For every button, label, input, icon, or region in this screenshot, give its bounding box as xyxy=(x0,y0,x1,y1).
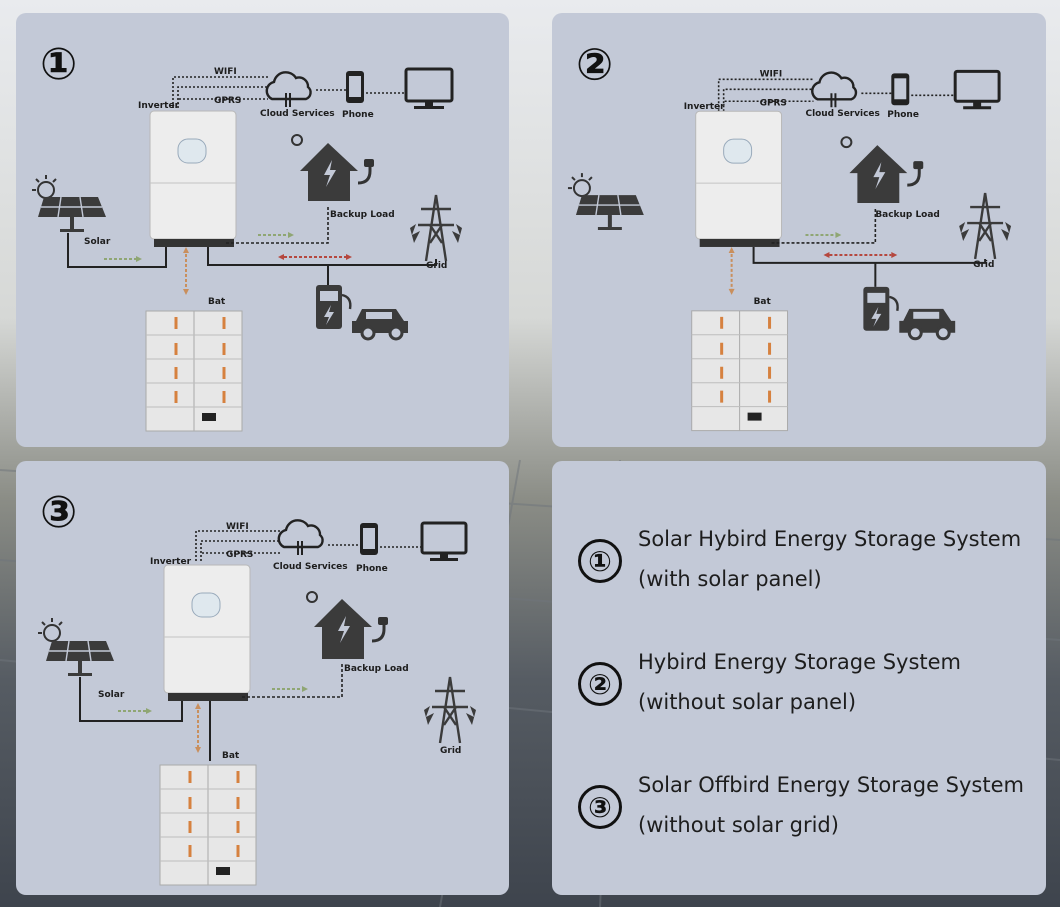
inverter-unit xyxy=(149,110,237,247)
grid-label: Grid xyxy=(440,746,461,756)
bat-label: Bat xyxy=(754,297,772,307)
inverter-unit xyxy=(163,564,251,701)
car-icon xyxy=(352,309,408,341)
house-icon xyxy=(840,136,924,204)
legend-subtitle: (without solar grid) xyxy=(638,813,839,837)
gprs-label: GPRS xyxy=(214,96,241,106)
backup-load-label: Backup Load xyxy=(344,664,409,674)
solar-panel-icon xyxy=(38,618,114,676)
inverter-unit xyxy=(695,110,783,247)
diagram-panel-3: ③ WIFI GPRS Inverter Cloud Services Phon… xyxy=(16,461,509,895)
phone-label: Phone xyxy=(887,110,919,120)
cloud-label: Cloud Services xyxy=(260,109,335,119)
legend-subtitle: (without solar panel) xyxy=(638,690,857,714)
cloud-label: Cloud Services xyxy=(273,562,348,572)
phone-label: Phone xyxy=(342,110,374,120)
diagram-1: ① WIFI GPRS Inverter Cloud Services Phon… xyxy=(32,39,462,432)
grid-tower-icon xyxy=(410,194,462,262)
legend-item-1: ① Solar Hybird Energy Storage System (wi… xyxy=(578,519,1021,599)
solar-panel-icon xyxy=(567,173,644,230)
legend-badge: ③ xyxy=(578,785,622,829)
legend-title: Solar Offbird Energy Storage System xyxy=(638,773,1024,797)
diagram-panel-2: ② WIFI GPRS Inverter Cloud Services Phon… xyxy=(552,13,1046,447)
inverter-label: Inverter xyxy=(150,557,192,567)
wifi-label: WIFI xyxy=(214,67,237,77)
ev-charger-icon xyxy=(316,285,352,329)
car-icon xyxy=(899,308,956,341)
phone-icon xyxy=(346,71,364,103)
legend-subtitle: (with solar panel) xyxy=(638,567,822,591)
monitor-icon xyxy=(420,521,468,561)
inverter-label: Inverter xyxy=(684,102,725,112)
monitor-icon xyxy=(404,67,454,109)
diagram-3: ③ WIFI GPRS Inverter Cloud Services Phon… xyxy=(38,487,476,886)
diagram-number: ① xyxy=(40,39,77,90)
inverter-label: Inverter xyxy=(138,101,180,111)
solar-panel-icon xyxy=(32,175,106,232)
solar-label: Solar xyxy=(84,237,111,247)
legend-title: Hybird Energy Storage System xyxy=(638,650,961,674)
grid-tower-icon xyxy=(424,676,476,744)
diagram-2: ② WIFI GPRS Inverter Cloud Services Phon… xyxy=(567,39,1012,432)
wifi-label: WIFI xyxy=(226,522,249,532)
cloud-label: Cloud Services xyxy=(805,109,879,119)
backup-load-label: Backup Load xyxy=(875,210,939,220)
bat-label: Bat xyxy=(222,751,240,761)
cloud-icon xyxy=(277,519,324,555)
legend-panel: ① Solar Hybird Energy Storage System (wi… xyxy=(552,461,1046,895)
grid-tower-icon xyxy=(959,192,1012,260)
battery-stack xyxy=(159,764,257,886)
legend-item-3: ③ Solar Offbird Energy Storage System (w… xyxy=(578,765,1024,845)
backup-load-label: Backup Load xyxy=(330,210,395,220)
gprs-label: GPRS xyxy=(760,98,787,108)
bat-label: Bat xyxy=(208,297,226,307)
battery-stack xyxy=(145,310,243,432)
ev-charger-icon xyxy=(863,286,899,331)
grid-label: Grid xyxy=(973,260,994,270)
legend-badge: ② xyxy=(578,662,622,706)
house-icon xyxy=(306,591,388,659)
legend-title: Solar Hybird Energy Storage System xyxy=(638,527,1022,551)
phone-icon xyxy=(360,523,378,555)
diagram-panel-1: ① WIFI GPRS Inverter Cloud Services Phon… xyxy=(16,13,509,447)
legend-item-2: ② Hybird Energy Storage System (without … xyxy=(578,642,961,722)
house-icon xyxy=(291,134,374,201)
diagram-number: ③ xyxy=(40,487,77,538)
solar-label: Solar xyxy=(98,690,125,700)
cloud-icon xyxy=(811,71,858,108)
battery-stack xyxy=(691,310,789,432)
gprs-label: GPRS xyxy=(226,550,253,560)
cloud-icon xyxy=(265,71,312,107)
wifi-label: WIFI xyxy=(760,69,783,79)
diagram-number: ② xyxy=(576,39,613,90)
phone-icon xyxy=(891,73,910,106)
phone-label: Phone xyxy=(356,564,388,574)
legend-badge: ① xyxy=(578,539,622,583)
monitor-icon xyxy=(953,69,1001,110)
